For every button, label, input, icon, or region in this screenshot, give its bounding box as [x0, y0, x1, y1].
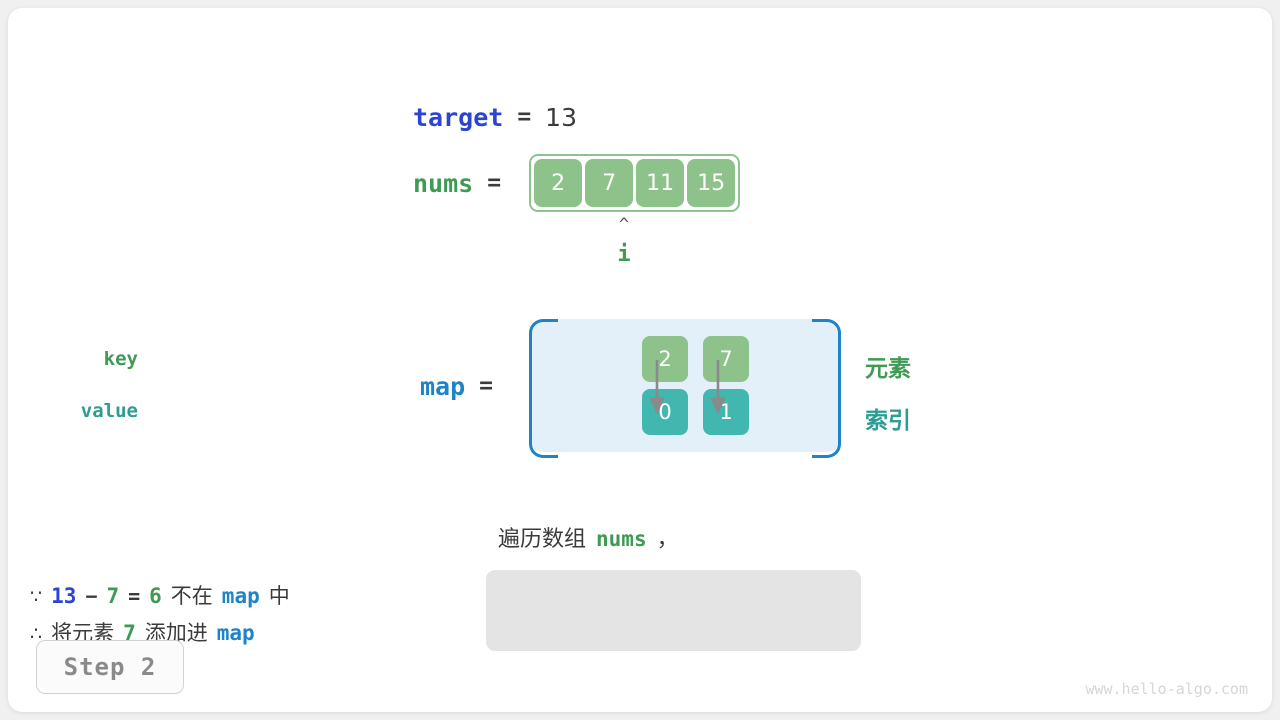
diagram-card: target = 13 nums = 2 7 11 15 ^ i map = k… [8, 8, 1272, 712]
note-text-in: 中 [268, 584, 290, 608]
nums-variable-name: nums [413, 168, 474, 198]
array-cell: 15 [687, 159, 736, 207]
step-badge: Step 2 [36, 640, 184, 694]
map-right-bracket [812, 319, 841, 458]
map-value-row-label: value [80, 400, 138, 422]
map-row: map = [420, 368, 493, 404]
array-cell: 2 [534, 159, 583, 207]
note-map-keyword: map [216, 621, 255, 645]
watermark: www.hello-algo.com [1085, 680, 1248, 698]
note-added-element: 7 [123, 621, 136, 645]
because-symbol: ∵ [30, 586, 43, 608]
map-left-bracket [529, 319, 558, 458]
nums-array-container: 2 7 11 15 [529, 154, 741, 212]
side-label-element: 元素 [865, 356, 911, 382]
map-key-cell: 7 [703, 336, 749, 382]
note-text-not-in: 不在 [170, 584, 213, 608]
caption-comma: ， [656, 527, 679, 552]
target-row: target = 13 [413, 100, 577, 134]
index-pointer-group: ^ i [604, 216, 644, 270]
pointer-label-i: i [617, 242, 631, 267]
side-label-index: 索引 [865, 408, 911, 434]
note-box [486, 570, 861, 651]
target-equals-sign: = [517, 104, 532, 130]
map-variable-name: map [420, 371, 466, 401]
note-equals-sign: = [128, 584, 141, 608]
pointer-caret-icon: ^ [618, 215, 630, 235]
map-key-cell: 2 [642, 336, 688, 382]
caption-code-nums: nums [596, 527, 647, 551]
nums-row: nums = 2 7 11 15 [413, 154, 741, 212]
caption-text: 遍历数组 [498, 527, 587, 552]
map-value-cell: 1 [703, 389, 749, 435]
caption-line: 遍历数组 nums ， [498, 521, 679, 553]
note-minus-sign: − [85, 584, 98, 608]
note-map-keyword: map [221, 584, 260, 608]
note-target-value: 13 [51, 584, 77, 608]
map-key-row-label: key [103, 348, 138, 370]
array-cell: 7 [585, 159, 634, 207]
note-complement-value: 6 [149, 584, 162, 608]
array-cell: 11 [636, 159, 685, 207]
nums-equals-sign: = [487, 170, 502, 196]
target-variable-name: target [413, 102, 504, 132]
note-line-1: ∵ 13 − 7 = 6 不在 map 中 [30, 580, 290, 610]
target-value: 13 [545, 102, 577, 132]
therefore-symbol: ∴ [30, 623, 43, 645]
map-value-cell: 0 [642, 389, 688, 435]
note-line-2: ∴ 将元素 7 添加进 map [30, 617, 255, 647]
map-equals-sign: = [479, 373, 494, 399]
note-current-element: 7 [106, 584, 120, 608]
